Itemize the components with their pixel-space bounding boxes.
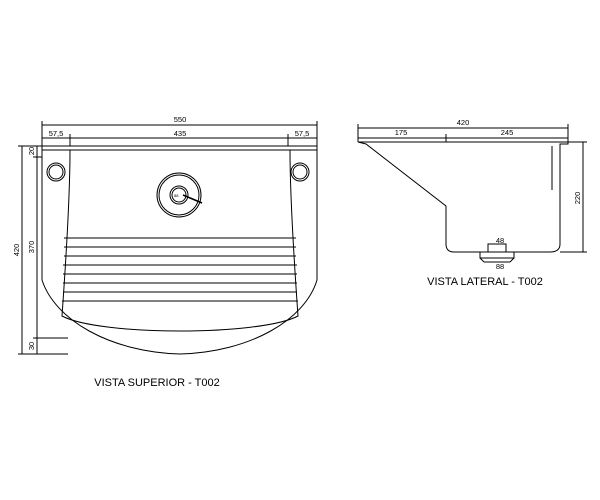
label-drain: 88 [174,193,179,198]
dimension-side-height: 220 [560,141,587,253]
dimension-side-depth-total: 420 [357,118,569,142]
label-rim: 20 [27,147,36,155]
label-width-total: 550 [174,115,187,124]
top-view: 550 57,5 435 57,5 [12,115,318,389]
basin-outline [41,145,318,355]
side-drain: 48 88 [479,236,515,271]
label-side-front: 175 [395,128,408,137]
dimension-depth-parts: 20 370 30 [27,146,68,354]
inner-bowl [61,149,299,332]
caption-top-view: VISTA SUPERIOR - T002 [94,377,220,389]
label-bottom: 30 [27,342,36,350]
label-side-rear: 245 [501,128,514,137]
caption-side-view: VISTA LATERAL - T002 [427,276,543,288]
dimension-side-parts: 175 245 [358,128,568,142]
side-view: 420 175 245 48 88 220 VIST [357,118,587,288]
tap-hole-left [46,162,66,182]
label-drain-top: 48 [496,236,504,245]
dimension-width-parts: 57,5 435 57,5 [42,129,317,146]
label-side-depth-total: 420 [457,118,470,127]
label-left-margin: 57,5 [49,129,64,138]
label-inner-width: 435 [174,129,187,138]
label-depth-total: 420 [12,244,21,257]
washboard-ridges [62,237,298,302]
label-side-height: 220 [573,192,582,205]
dimension-width-total: 550 [41,115,318,146]
side-body-outline [357,141,569,253]
label-drain-bottom: 88 [496,262,504,271]
drain: 88 [156,172,203,218]
label-inner-depth: 370 [27,241,36,254]
tap-hole-right [290,162,310,182]
label-right-margin: 57,5 [295,129,310,138]
dimension-depth-total: 420 [12,145,68,355]
